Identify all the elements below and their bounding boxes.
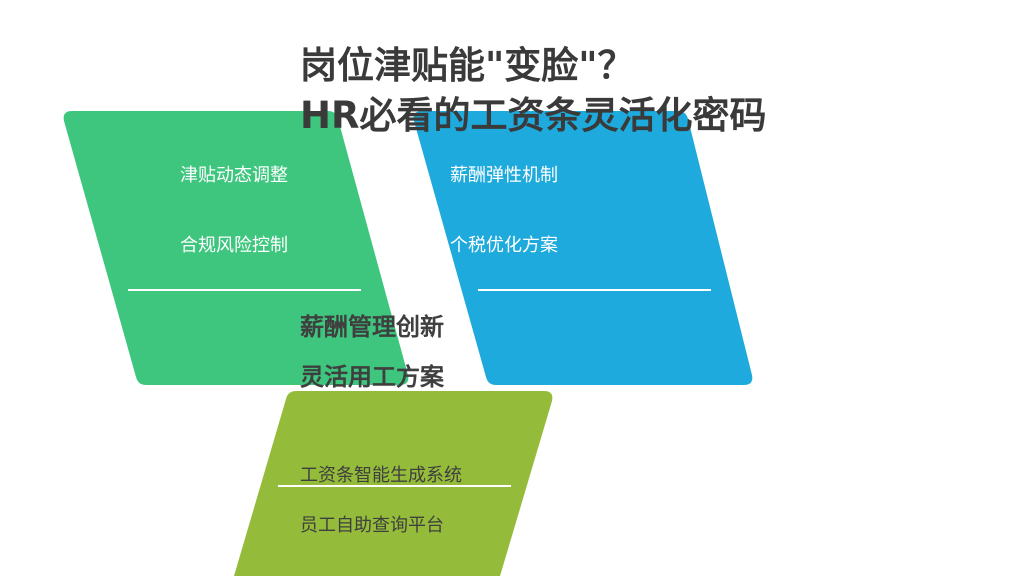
green-card-item-1: 津贴动态调整 <box>180 165 288 186</box>
center-line-2: 灵活用工方案 <box>300 363 444 391</box>
green-card <box>63 111 409 385</box>
olive-card-item-1: 工资条智能生成系统 <box>300 465 462 486</box>
center-line-1: 薪酬管理创新 <box>300 313 444 341</box>
title-line-2: HR必看的工资条灵活化密码 <box>300 94 767 137</box>
olive-card <box>234 391 553 576</box>
blue-card-item-1: 薪酬弹性机制 <box>450 165 558 186</box>
title-line-1: 岗位津贴能"变脸"？ <box>300 44 635 87</box>
green-card-item-2: 合规风险控制 <box>180 235 288 256</box>
blue-card <box>413 111 753 385</box>
blue-card-item-2: 个税优化方案 <box>450 235 558 256</box>
olive-card-item-2: 员工自助查询平台 <box>300 515 444 536</box>
